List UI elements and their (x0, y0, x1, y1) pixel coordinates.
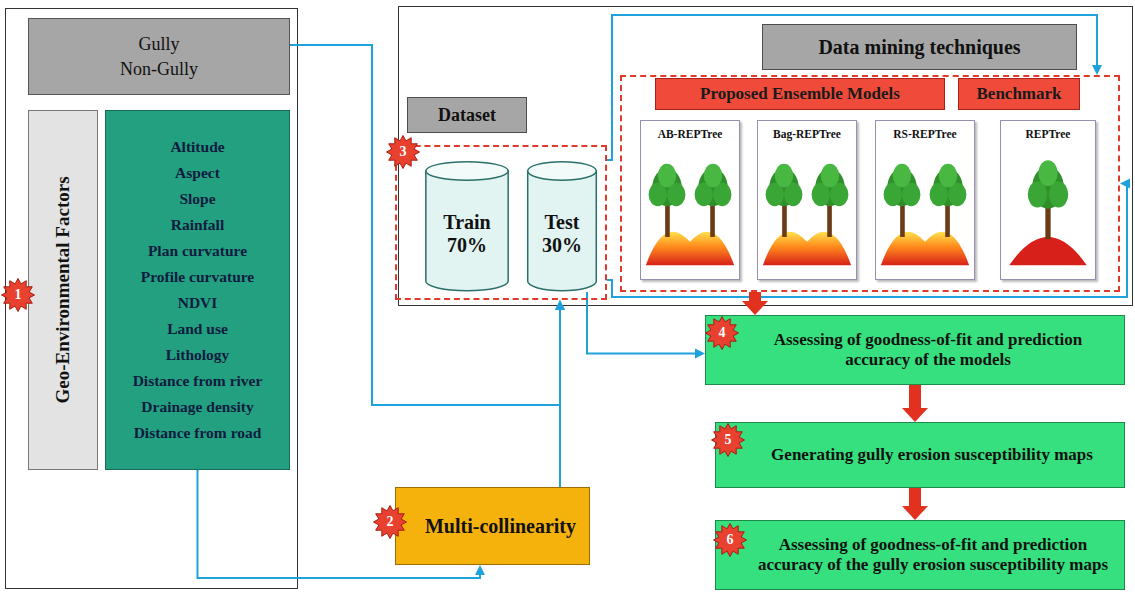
node-label: Drainage density (141, 394, 253, 420)
callout-badge: 5 (711, 423, 745, 457)
node-label: Generating gully erosion susceptibility … (771, 445, 1093, 465)
section-heading: Data mining techniques (818, 36, 1020, 59)
connector (607, 15, 1097, 160)
process-box: Generating gully erosion susceptibility … (715, 422, 1125, 488)
group-tag: Benchmark (958, 78, 1080, 110)
callout-badge: 6 (713, 523, 747, 557)
single-tree-icon (1009, 160, 1086, 265)
ensemble-tree-icon (881, 164, 969, 265)
node-label: Altitude (170, 134, 224, 160)
group-tag: Proposed Ensemble Models (655, 78, 945, 110)
section-heading-box: Dataset (407, 97, 527, 133)
callout-number: 6 (727, 532, 734, 548)
arrowhead (695, 349, 705, 359)
node-label: Gully (138, 32, 179, 56)
node-label: Distance from river (133, 368, 263, 394)
node-label: RS-REPTree (893, 128, 956, 140)
node-label: Lithology (166, 342, 230, 368)
process-box: Assessing of goodness-of-fit and predict… (705, 315, 1125, 385)
callout-badge: 3 (386, 135, 420, 169)
models-frame: Data mining techniquesProposed Ensemble … (620, 75, 1120, 292)
arrowhead (555, 300, 565, 310)
node-label: Non-Gully (120, 57, 198, 81)
data-cylinder: Test 30% (527, 159, 597, 292)
callout-badge: 4 (705, 316, 739, 350)
node-label: Slope (179, 186, 215, 212)
node-label: Bag-REPTree (773, 128, 841, 140)
callout-number: 4 (719, 325, 726, 341)
node-label: Plan curvature (148, 238, 247, 264)
callout-number: 2 (387, 514, 394, 530)
connector-group (607, 15, 1102, 160)
connector-group (290, 45, 565, 405)
node-label: Aspect (175, 160, 220, 186)
connector-group (555, 300, 565, 487)
arrowhead (902, 506, 928, 520)
data-cylinder: Train 70% (425, 159, 509, 292)
node-label: Profile curvature (141, 264, 255, 290)
connector-group (902, 385, 928, 422)
model-card: AB-REPTree (640, 120, 740, 280)
group-label-box: Geo-Environmental Factors (28, 110, 98, 470)
node-label: REPTree (1026, 128, 1071, 140)
dataset-frame: DatasetTrain 70%Test 30% (395, 145, 607, 300)
node-label: Assessing of goodness-of-fit and predict… (742, 330, 1114, 370)
callout-badge: 2 (373, 505, 407, 539)
node-label: NDVI (178, 290, 218, 316)
connector (587, 292, 695, 354)
model-card: RS-REPTree (875, 120, 975, 280)
class-box: GullyNon-Gully (28, 18, 290, 95)
process-box: Assessing of goodness-of-fit and predict… (715, 520, 1125, 590)
model-card: Bag-REPTree (757, 120, 857, 280)
left-panel (6, 9, 298, 589)
vertical-label: Geo-Environmental Factors (52, 176, 74, 403)
connector (290, 45, 560, 405)
callout-number: 1 (15, 287, 22, 303)
callout-number: 5 (725, 432, 732, 448)
connector (559, 310, 561, 487)
arrowhead (1120, 179, 1130, 189)
connector (909, 385, 921, 408)
connector-group (902, 488, 928, 520)
process-box: Multi-collinearity (395, 487, 590, 565)
section-heading-box: Data mining techniques (762, 24, 1077, 70)
node-label: Rainfall (171, 212, 224, 238)
node-label: Multi-collinearity (425, 515, 576, 538)
node-label: Land use (167, 316, 228, 342)
node-label: Test 30% (532, 211, 592, 257)
factor-list-box: AltitudeAspectSlopeRainfallPlan curvatur… (105, 110, 290, 470)
callout-badge: 1 (1, 278, 35, 312)
ensemble-tree-icon (646, 164, 734, 265)
node-label: Benchmark (977, 84, 1062, 104)
arrowhead (902, 408, 928, 422)
connector (749, 292, 761, 301)
arrowhead (475, 565, 485, 575)
connector-group (587, 292, 705, 359)
node-label: Assessing of goodness-of-fit and predict… (752, 535, 1114, 575)
arrowhead (742, 301, 768, 315)
connector (909, 488, 921, 506)
node-label: Proposed Ensemble Models (700, 84, 900, 104)
section-heading: Dataset (438, 105, 496, 126)
node-label: Distance from road (134, 420, 262, 446)
connector-group (742, 292, 768, 315)
node-label: AB-REPTree (658, 128, 723, 140)
callout-number: 3 (400, 144, 407, 160)
ensemble-tree-icon (763, 164, 851, 265)
arrowhead (555, 300, 565, 310)
node-label: Train 70% (431, 211, 503, 257)
arrowhead (1092, 65, 1102, 75)
model-card: REPTree (1000, 120, 1096, 280)
right-panel (399, 7, 1133, 306)
